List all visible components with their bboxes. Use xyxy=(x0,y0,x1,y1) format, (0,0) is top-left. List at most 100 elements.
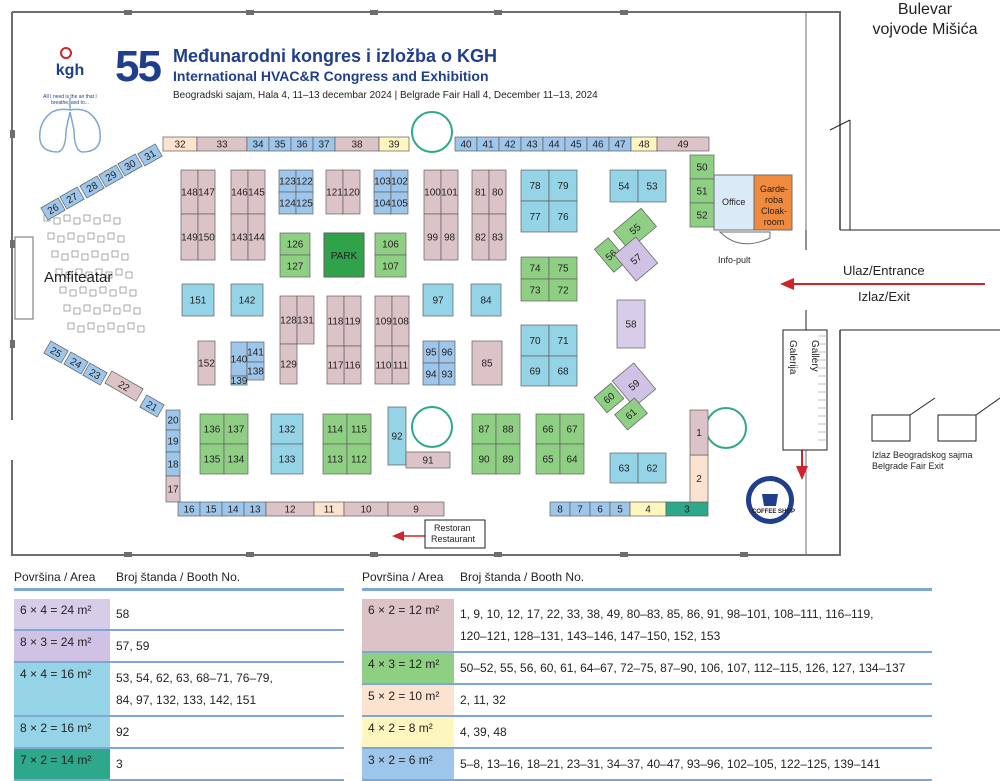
booth-8[interactable]: 8 xyxy=(549,501,571,517)
booth-23[interactable]: 23 xyxy=(82,362,108,386)
booth-150[interactable]: 150 xyxy=(197,213,216,261)
booth-138[interactable]: 138 xyxy=(246,361,265,381)
booth-66[interactable]: 66 xyxy=(535,413,561,445)
booth-91[interactable]: 91 xyxy=(405,451,451,469)
booth-120[interactable]: 120 xyxy=(342,169,361,215)
booth-51[interactable]: 51 xyxy=(689,178,715,204)
booth-101[interactable]: 101 xyxy=(440,169,459,215)
booth-31[interactable]: 31 xyxy=(137,143,163,167)
booth-100[interactable]: 100 xyxy=(423,169,442,215)
booth-38[interactable]: 38 xyxy=(334,136,380,152)
booth-123[interactable]: 123 xyxy=(278,169,297,193)
cloakroom-block[interactable] xyxy=(753,174,793,231)
booth-145[interactable]: 145 xyxy=(247,169,266,215)
booth-148[interactable]: 148 xyxy=(180,169,199,215)
info-desk[interactable] xyxy=(718,231,771,245)
booth-70[interactable]: 70 xyxy=(520,324,550,357)
booth-108[interactable]: 108 xyxy=(391,295,410,347)
booth-47[interactable]: 47 xyxy=(608,136,632,152)
booth-2[interactable]: 2 xyxy=(689,454,709,503)
booth-24[interactable]: 24 xyxy=(63,351,89,375)
booth-109[interactable]: 109 xyxy=(374,295,393,347)
booth-40[interactable]: 40 xyxy=(454,136,478,152)
booth-95[interactable]: 95 xyxy=(422,340,440,364)
booth-49[interactable]: 49 xyxy=(656,136,710,152)
booth-94[interactable]: 94 xyxy=(422,362,440,386)
booth-68[interactable]: 68 xyxy=(548,355,578,387)
booth-32[interactable]: 32 xyxy=(162,136,198,152)
booth-143[interactable]: 143 xyxy=(230,213,249,261)
booth-144[interactable]: 144 xyxy=(247,213,266,261)
booth-117[interactable]: 117 xyxy=(326,345,345,385)
booth-33[interactable]: 33 xyxy=(196,136,248,152)
booth-19[interactable]: 19 xyxy=(165,429,181,453)
booth-142[interactable]: 142 xyxy=(230,283,264,317)
booth-48[interactable]: 48 xyxy=(630,136,658,152)
coffee-shop[interactable]: COFFEE SHOP xyxy=(746,476,795,524)
booth-27[interactable]: 27 xyxy=(59,186,85,210)
booth-36[interactable]: 36 xyxy=(290,136,314,152)
booth-42[interactable]: 42 xyxy=(498,136,522,152)
booth-124[interactable]: 124 xyxy=(278,191,297,215)
booth-52[interactable]: 52 xyxy=(689,202,715,228)
office-block[interactable] xyxy=(713,174,755,231)
booth-53[interactable]: 53 xyxy=(637,169,667,203)
booth-1[interactable]: 1 xyxy=(689,409,709,456)
booth-5[interactable]: 5 xyxy=(609,501,631,517)
booth-12[interactable]: 12 xyxy=(265,501,315,517)
booth-99[interactable]: 99 xyxy=(423,213,442,261)
booth-77[interactable]: 77 xyxy=(520,200,550,233)
booth-6[interactable]: 6 xyxy=(589,501,611,517)
booth-87[interactable]: 87 xyxy=(471,413,497,445)
booth-92[interactable]: 92 xyxy=(387,406,407,466)
booth-119[interactable]: 119 xyxy=(343,295,362,347)
booth-62[interactable]: 62 xyxy=(637,452,667,484)
booth-26[interactable]: 26 xyxy=(40,197,66,221)
booth-126[interactable]: 126 xyxy=(279,232,311,256)
booth-74[interactable]: 74 xyxy=(520,256,550,280)
booth-112[interactable]: 112 xyxy=(346,443,372,475)
booth-79[interactable]: 79 xyxy=(548,169,578,202)
booth-4[interactable]: 4 xyxy=(629,501,667,517)
booth-104[interactable]: 104 xyxy=(373,191,392,215)
booth-133[interactable]: 133 xyxy=(270,443,304,475)
booth-98[interactable]: 98 xyxy=(440,213,459,261)
booth-149[interactable]: 149 xyxy=(180,213,199,261)
booth-46[interactable]: 46 xyxy=(586,136,610,152)
booth-96[interactable]: 96 xyxy=(438,340,456,364)
booth-131[interactable]: 131 xyxy=(296,295,315,345)
booth-105[interactable]: 105 xyxy=(390,191,409,215)
booth-146[interactable]: 146 xyxy=(230,169,249,215)
booth-21[interactable]: 21 xyxy=(139,394,165,418)
booth-110[interactable]: 110 xyxy=(374,345,393,385)
booth-118[interactable]: 118 xyxy=(326,295,345,347)
booth-139[interactable]: 139 xyxy=(230,375,248,387)
booth-29[interactable]: 29 xyxy=(98,164,124,188)
booth-14[interactable]: 14 xyxy=(221,501,245,517)
booth-69[interactable]: 69 xyxy=(520,355,550,387)
booth-129[interactable]: 129 xyxy=(279,343,298,385)
booth-56[interactable]: 56 xyxy=(593,237,629,273)
booth-106[interactable]: 106 xyxy=(374,232,407,256)
booth-116[interactable]: 116 xyxy=(343,345,362,385)
booth-107[interactable]: 107 xyxy=(374,254,407,278)
booth-71[interactable]: 71 xyxy=(548,324,578,357)
booth-9[interactable]: 9 xyxy=(387,501,445,517)
parking-block[interactable]: PARK xyxy=(323,232,365,278)
booth-141[interactable]: 141 xyxy=(246,341,265,363)
booth-7[interactable]: 7 xyxy=(569,501,591,517)
booth-13[interactable]: 13 xyxy=(243,501,267,517)
booth-55[interactable]: 55 xyxy=(613,207,657,251)
booth-136[interactable]: 136 xyxy=(199,413,225,445)
booth-39[interactable]: 39 xyxy=(378,136,410,152)
booth-135[interactable]: 135 xyxy=(199,443,225,475)
booth-37[interactable]: 37 xyxy=(312,136,336,152)
booth-84[interactable]: 84 xyxy=(470,283,502,317)
booth-60[interactable]: 60 xyxy=(593,382,625,414)
booth-35[interactable]: 35 xyxy=(268,136,292,152)
booth-34[interactable]: 34 xyxy=(246,136,270,152)
booth-103[interactable]: 103 xyxy=(373,169,392,193)
booth-18[interactable]: 18 xyxy=(165,451,181,477)
booth-73[interactable]: 73 xyxy=(520,278,550,302)
booth-72[interactable]: 72 xyxy=(548,278,578,302)
